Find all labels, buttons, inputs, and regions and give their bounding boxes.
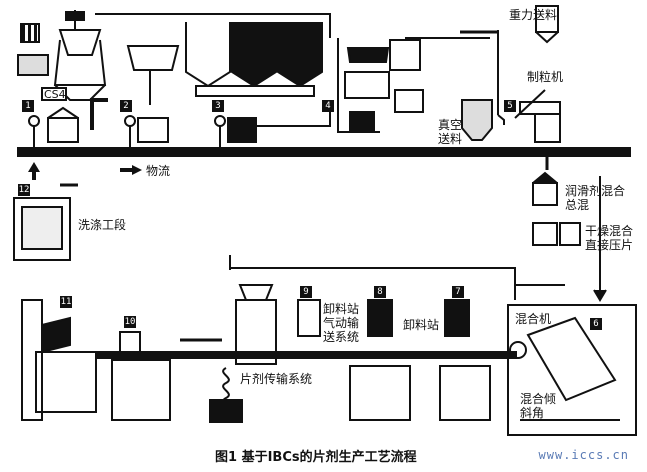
ibc-bin-3 xyxy=(227,117,257,143)
control-panel xyxy=(41,87,67,101)
step-number: 11 xyxy=(60,296,72,308)
label-granulator: 制粒机 xyxy=(527,70,564,84)
operator-terminal-icon xyxy=(20,23,40,43)
step-number: 8 xyxy=(374,286,386,298)
step-number: 2 xyxy=(120,100,132,112)
upper-floor-rail xyxy=(17,147,631,157)
label-gravity-feed: 重力送料 xyxy=(509,8,558,22)
step-number: 7 xyxy=(452,286,464,298)
step-number: 12 xyxy=(18,184,30,196)
label-washing: 洗涤工段 xyxy=(78,218,127,232)
ibc-bin-2 xyxy=(137,117,169,143)
label-mix-tilt: 混合倾斜角 xyxy=(520,392,557,420)
step-number: 1 xyxy=(22,100,34,112)
ibc-bin-1 xyxy=(47,117,79,143)
lower-floor-rail xyxy=(95,351,517,359)
label-material-flow: 物流 xyxy=(146,164,171,178)
step-number: 5 xyxy=(504,100,516,112)
label-lubricant-mix: 润滑剂混合总混 xyxy=(565,184,626,212)
panel-code: CS4 xyxy=(44,88,66,101)
label-tablet-transfer: 片剂传输系统 xyxy=(240,372,313,386)
label-unloading-station: 卸料站 xyxy=(403,318,440,332)
top-hopper xyxy=(58,29,102,56)
label-dry-mix: 干燥混合直接压片 xyxy=(585,224,634,252)
step-number: 6 xyxy=(590,318,602,330)
label-mixer: 混合机 xyxy=(515,312,552,326)
step-number: 10 xyxy=(124,316,136,328)
watermark: www.iccs.cn xyxy=(538,448,629,462)
step-number: 4 xyxy=(322,100,334,112)
step-number: 9 xyxy=(300,286,312,298)
step-number: 3 xyxy=(212,100,224,112)
figure-caption: 图1 基于IBCs的片剂生产工艺流程 xyxy=(215,450,417,465)
label-unloading-pneumatic: 卸料站气动输送系统 xyxy=(323,302,360,344)
label-vacuum-feed: 真空送料 xyxy=(438,118,463,146)
